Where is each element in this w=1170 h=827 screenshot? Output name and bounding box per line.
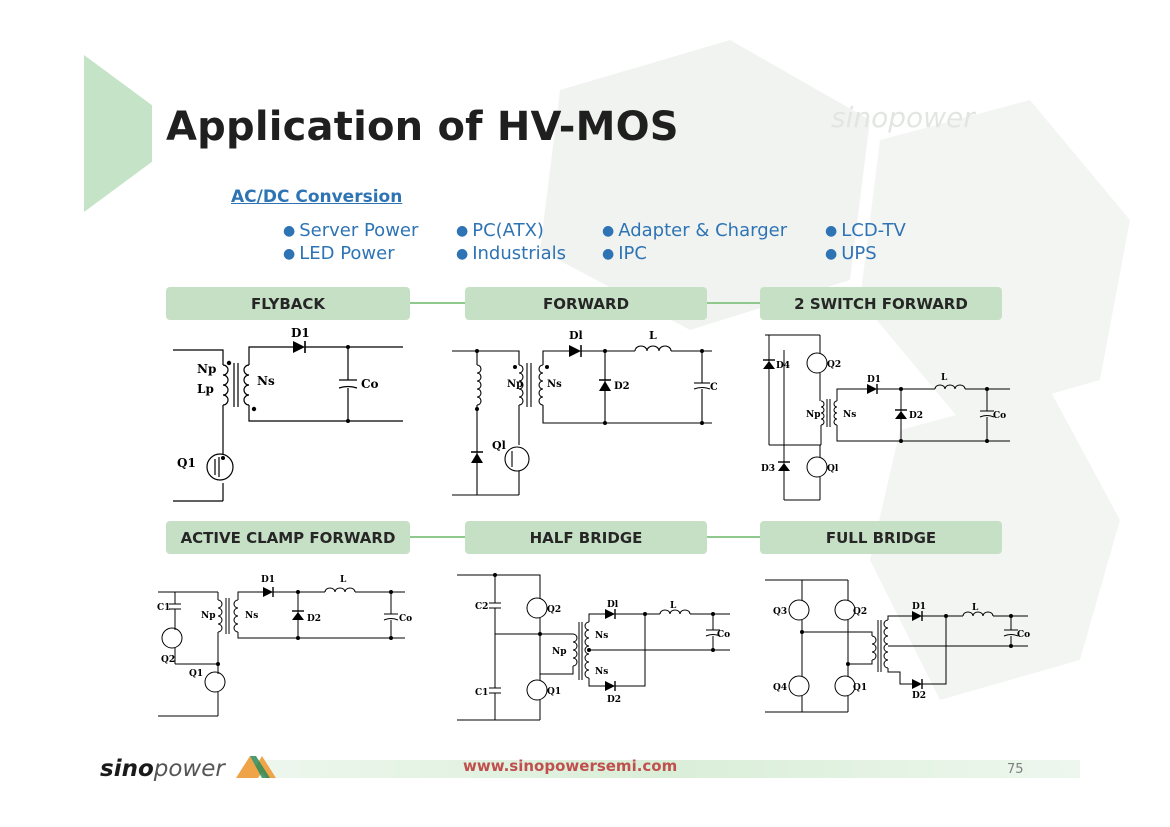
label-co: Co — [399, 614, 412, 624]
label-q2: Q2 — [827, 360, 841, 370]
app-item: ●Server Power — [283, 220, 419, 241]
label-connector — [410, 536, 466, 538]
bullet-icon: ● — [456, 246, 469, 262]
label-half-bridge: HALF BRIDGE — [465, 521, 707, 554]
active-clamp-forward-circuit: C1 Np Ns D1 L D2 Co Q2 Q1 — [157, 575, 412, 717]
label-ns-top: Ns — [595, 631, 608, 641]
app-item: ●Industrials — [456, 243, 567, 264]
label-q3: Q3 — [773, 607, 787, 617]
label-forward: FORWARD — [465, 287, 707, 320]
app-item: ●LED Power — [283, 243, 395, 264]
label-d2: D2 — [307, 614, 321, 624]
label-l: L — [670, 601, 677, 611]
app-item: ●PC(ATX) — [456, 220, 544, 241]
label-l: L — [941, 373, 948, 383]
label-co: Co — [717, 630, 730, 640]
label-q2: Q2 — [547, 605, 561, 615]
label-active-clamp-forward: ACTIVE CLAMP FORWARD — [166, 521, 410, 554]
label-d2: D2 — [912, 691, 926, 701]
label-d1: D1 — [867, 375, 881, 385]
label-co: Co — [361, 377, 379, 391]
label-q1: Ql — [492, 439, 506, 452]
label-d1: D1 — [261, 575, 275, 585]
label-q4: Q4 — [773, 683, 787, 693]
label-full-bridge: FULL BRIDGE — [760, 521, 1002, 554]
bullet-icon: ● — [825, 246, 838, 262]
label-l: L — [972, 603, 979, 613]
bullet-icon: ● — [825, 223, 838, 239]
label-d1: D1 — [912, 602, 926, 612]
two-switch-forward-circuit: D4 Q2 D1 L Np Ns D2 Co D3 Ql — [761, 334, 1010, 501]
label-np: Np — [201, 611, 216, 621]
label-q1: Q1 — [547, 687, 561, 697]
forward-circuit: Dl L Np Ns D2 Co Ql — [452, 329, 717, 496]
label-q1: Q1 — [853, 683, 867, 693]
label-ns: Ns — [843, 410, 856, 420]
bullet-icon: ● — [283, 246, 296, 262]
logo-mark-icon — [236, 756, 277, 778]
label-connector — [410, 302, 466, 304]
label-c1: C1 — [475, 688, 488, 698]
app-item: ●Adapter & Charger — [602, 220, 788, 241]
label-np: Np — [197, 362, 216, 376]
watermark-logo: sinopower — [831, 101, 975, 134]
label-d3: D3 — [761, 464, 775, 474]
bullet-icon: ● — [456, 223, 469, 239]
label-d1: Dl — [569, 329, 583, 342]
label-co: Co — [710, 382, 717, 393]
label-q2: Q2 — [161, 655, 175, 665]
label-ns: Ns — [245, 611, 258, 621]
label-d1: D1 — [291, 326, 310, 340]
label-co: Co — [993, 411, 1006, 421]
label-flyback: FLYBACK — [166, 287, 410, 320]
footer-url[interactable]: www.sinopowersemi.com — [463, 757, 678, 775]
label-lp: Lp — [197, 382, 214, 396]
label-c2: C2 — [475, 602, 488, 612]
label-q2: Q2 — [853, 607, 867, 617]
page-number: 75 — [1007, 762, 1024, 777]
label-d4: D4 — [776, 361, 790, 371]
bullet-icon: ● — [283, 223, 296, 239]
label-2-switch-forward: 2 SWITCH FORWARD — [760, 287, 1002, 320]
label-d2: D2 — [614, 381, 630, 392]
bullet-icon: ● — [602, 223, 615, 239]
full-bridge-circuit: Q3 Q2 D1 L Co Q4 Q1 D2 — [765, 579, 1030, 713]
label-ns: Ns — [547, 379, 562, 390]
flyback-circuit: D1 Np Lp Ns Co Q1 — [173, 326, 403, 502]
label-c1: C1 — [157, 603, 170, 613]
label-q1: Ql — [827, 464, 839, 474]
label-l: L — [649, 329, 657, 342]
page-title: Application of HV-MOS — [166, 104, 679, 150]
label-d2: D2 — [909, 411, 923, 421]
label-connector — [707, 536, 761, 538]
label-q1: Q1 — [189, 669, 203, 679]
label-q1: Q1 — [177, 456, 196, 470]
company-logo: sinopower — [100, 752, 278, 782]
bullet-icon: ● — [602, 246, 615, 262]
half-bridge-circuit: C2 Q2 Dl L Ns Np Ns Co C1 Q1 D2 — [457, 573, 730, 721]
app-item: ●UPS — [825, 243, 877, 264]
label-np: Np — [806, 410, 821, 420]
label-np: Np — [552, 647, 567, 657]
app-item: ●IPC — [602, 243, 647, 264]
label-co: Co — [1017, 630, 1030, 640]
label-connector — [707, 302, 761, 304]
label-np: Np — [507, 379, 523, 390]
label-d1: Dl — [607, 600, 619, 610]
label-ns: Ns — [257, 374, 275, 388]
section-heading: AC/DC Conversion — [231, 187, 403, 207]
app-item: ●LCD-TV — [825, 220, 906, 241]
label-l: L — [340, 575, 347, 585]
label-d2: D2 — [607, 695, 621, 705]
footer-bar — [248, 760, 1080, 778]
label-ns-bottom: Ns — [595, 667, 608, 677]
